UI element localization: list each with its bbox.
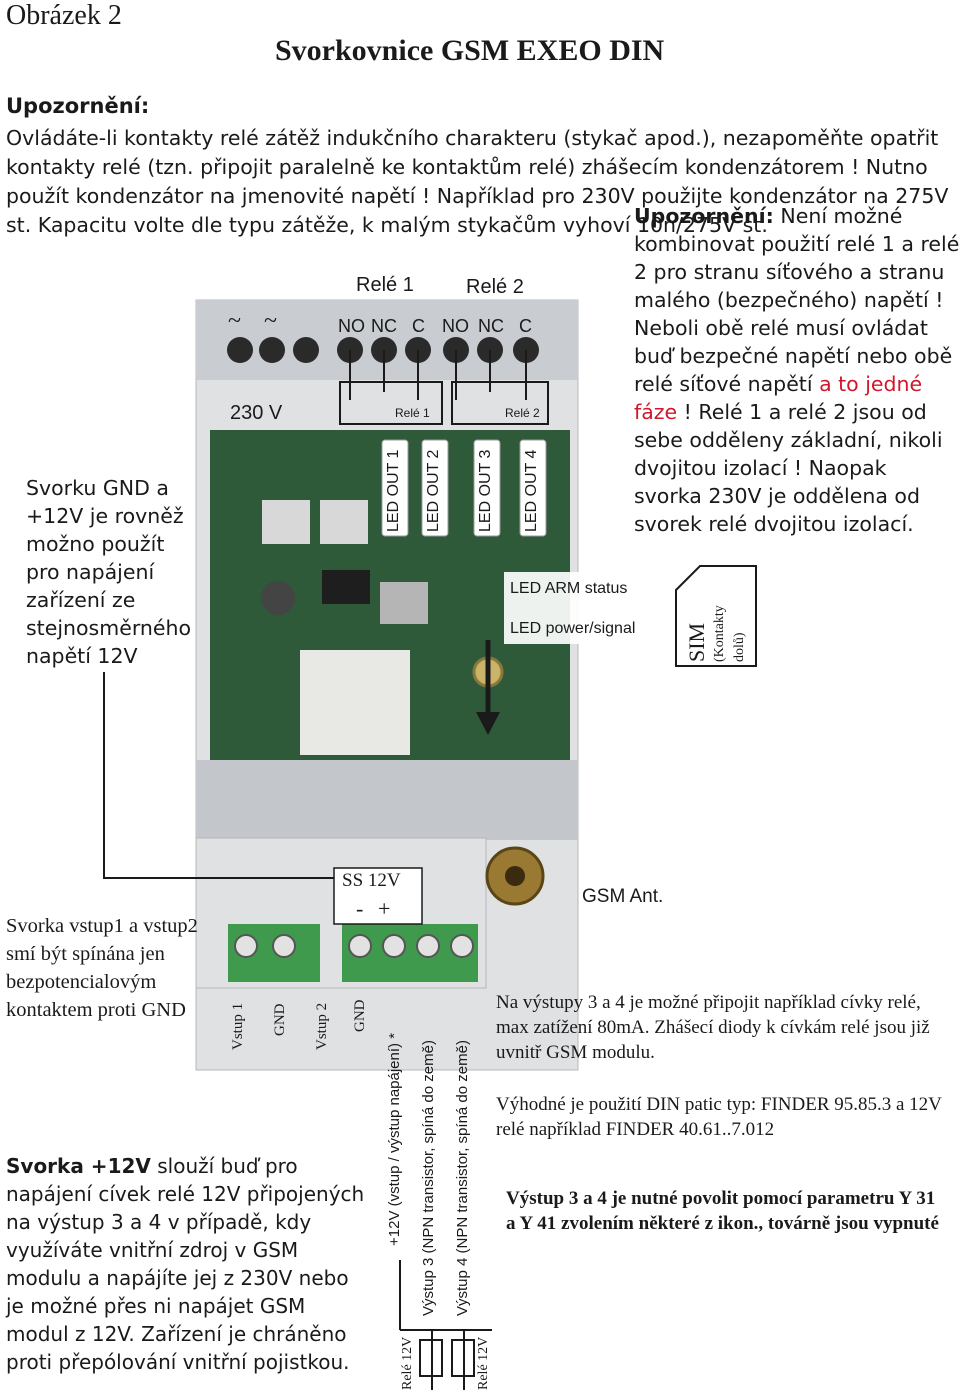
relay-schematic bbox=[339, 350, 549, 425]
right-note: Upozornění: Není možné kombinovat použit… bbox=[634, 202, 960, 538]
ss12v-label: SS 12V bbox=[342, 870, 401, 891]
sim-sub-1: (Kontakty bbox=[712, 605, 727, 662]
led-out-1-label: LED OUT 1 bbox=[385, 449, 402, 532]
antenna-core bbox=[505, 866, 525, 886]
warning-heading: Upozornění: bbox=[6, 94, 150, 118]
led-out-4-label: LED OUT 4 bbox=[523, 449, 540, 532]
led-arm-label: LED ARM status bbox=[510, 580, 628, 597]
rele12v-a-label: Relé 12V bbox=[400, 1336, 415, 1390]
ss12v-plus: + bbox=[378, 896, 391, 921]
tilde-1: ~ bbox=[228, 308, 241, 334]
crystal bbox=[380, 582, 428, 624]
bottom-note: Svorka +12V slouží buď pro napájení cíve… bbox=[6, 1152, 366, 1376]
led-label-boxes bbox=[381, 439, 547, 537]
finder-note: Výhodné je použití DIN patic typ: FINDER… bbox=[496, 1094, 942, 1140]
led-power-label: LED power/signal bbox=[510, 620, 636, 637]
bottom-note-bold: Svorka +12V bbox=[6, 1154, 151, 1178]
gnd2-label: GND bbox=[352, 999, 368, 1033]
vstup2-label: Vstup 2 bbox=[314, 1002, 330, 1050]
right-note-part2: ! Relé 1 a relé 2 jsou od sebe odděleny … bbox=[634, 400, 943, 536]
rele12v-b-label: Relé 12V bbox=[476, 1336, 491, 1390]
voltage-230v-label: 230 V bbox=[230, 402, 283, 424]
warning-body: Ovládáte-li kontakty relé zátěž indukční… bbox=[6, 126, 949, 237]
sim-card bbox=[675, 565, 757, 667]
led-out-3-label: LED OUT 3 bbox=[477, 449, 494, 532]
button-1 bbox=[262, 500, 310, 544]
right-note-red: a to jedné fáze bbox=[634, 372, 923, 424]
vystup4-label: Výstup 4 (NPN transistor, spíná do země) bbox=[454, 1040, 471, 1316]
rele2-label: Relé 2 bbox=[466, 276, 524, 298]
led-info-box bbox=[504, 572, 644, 644]
right-note-part1: Není možné kombinovat použití relé 1 a r… bbox=[634, 204, 960, 396]
terminal-c-1: C bbox=[412, 316, 425, 336]
small-rele2-label: Relé 2 bbox=[505, 406, 540, 420]
ss12v-box bbox=[333, 867, 423, 925]
small-rele1-label: Relé 1 bbox=[395, 406, 430, 420]
enable-note: Výstup 3 a 4 je nutné povolit pomocí par… bbox=[506, 1188, 939, 1234]
terminal-nc-1: NC bbox=[371, 316, 397, 336]
sim-label: SIM bbox=[684, 622, 709, 662]
outputs-note: Na výstupy 3 a 4 je možné připojit napří… bbox=[496, 992, 930, 1063]
tilde-2: ~ bbox=[264, 308, 277, 334]
gsm-chip bbox=[300, 650, 410, 755]
plus12v-label: +12V (vstup / výstup napájení) * bbox=[386, 1032, 403, 1246]
bottom-left-note: Svorka vstup1 a vstup2 smí být spínána j… bbox=[6, 915, 198, 1021]
ss12v-minus: - bbox=[356, 896, 364, 921]
arrow-head bbox=[476, 712, 500, 735]
figure-label: Obrázek 2 bbox=[6, 0, 122, 31]
gsm-antenna-label: GSM Ant. bbox=[582, 886, 664, 907]
page-title: Svorkovnice GSM EXEO DIN bbox=[275, 34, 665, 67]
right-note-heading: Upozornění: bbox=[634, 204, 774, 228]
sim-sub-2: dolů) bbox=[732, 632, 747, 662]
connector-line bbox=[103, 672, 334, 879]
terminal-no-1: NO bbox=[338, 316, 365, 336]
bottom-note-text: slouží buď pro napájení cívek relé 12V p… bbox=[6, 1154, 365, 1374]
housing-mid bbox=[196, 760, 578, 840]
vystup3-label: Výstup 3 (NPN transistor, spíná do země) bbox=[420, 1040, 437, 1316]
left-note: Svorku GND a +12V je rovněž možno použít… bbox=[26, 476, 192, 668]
capacitor bbox=[261, 581, 295, 615]
gnd1-label: GND bbox=[272, 1003, 288, 1037]
rele1-label: Relé 1 bbox=[356, 274, 414, 296]
led-out-2-label: LED OUT 2 bbox=[425, 449, 442, 532]
terminal-no-2: NO bbox=[442, 316, 469, 336]
terminal-nc-2: NC bbox=[478, 316, 504, 336]
ic-1 bbox=[322, 570, 370, 604]
button-2 bbox=[320, 500, 368, 544]
bottom-screws bbox=[234, 934, 474, 958]
vstup1-label: Vstup 1 bbox=[230, 1002, 246, 1050]
terminal-c-2: C bbox=[519, 316, 532, 336]
relay-coils bbox=[399, 1260, 492, 1390]
